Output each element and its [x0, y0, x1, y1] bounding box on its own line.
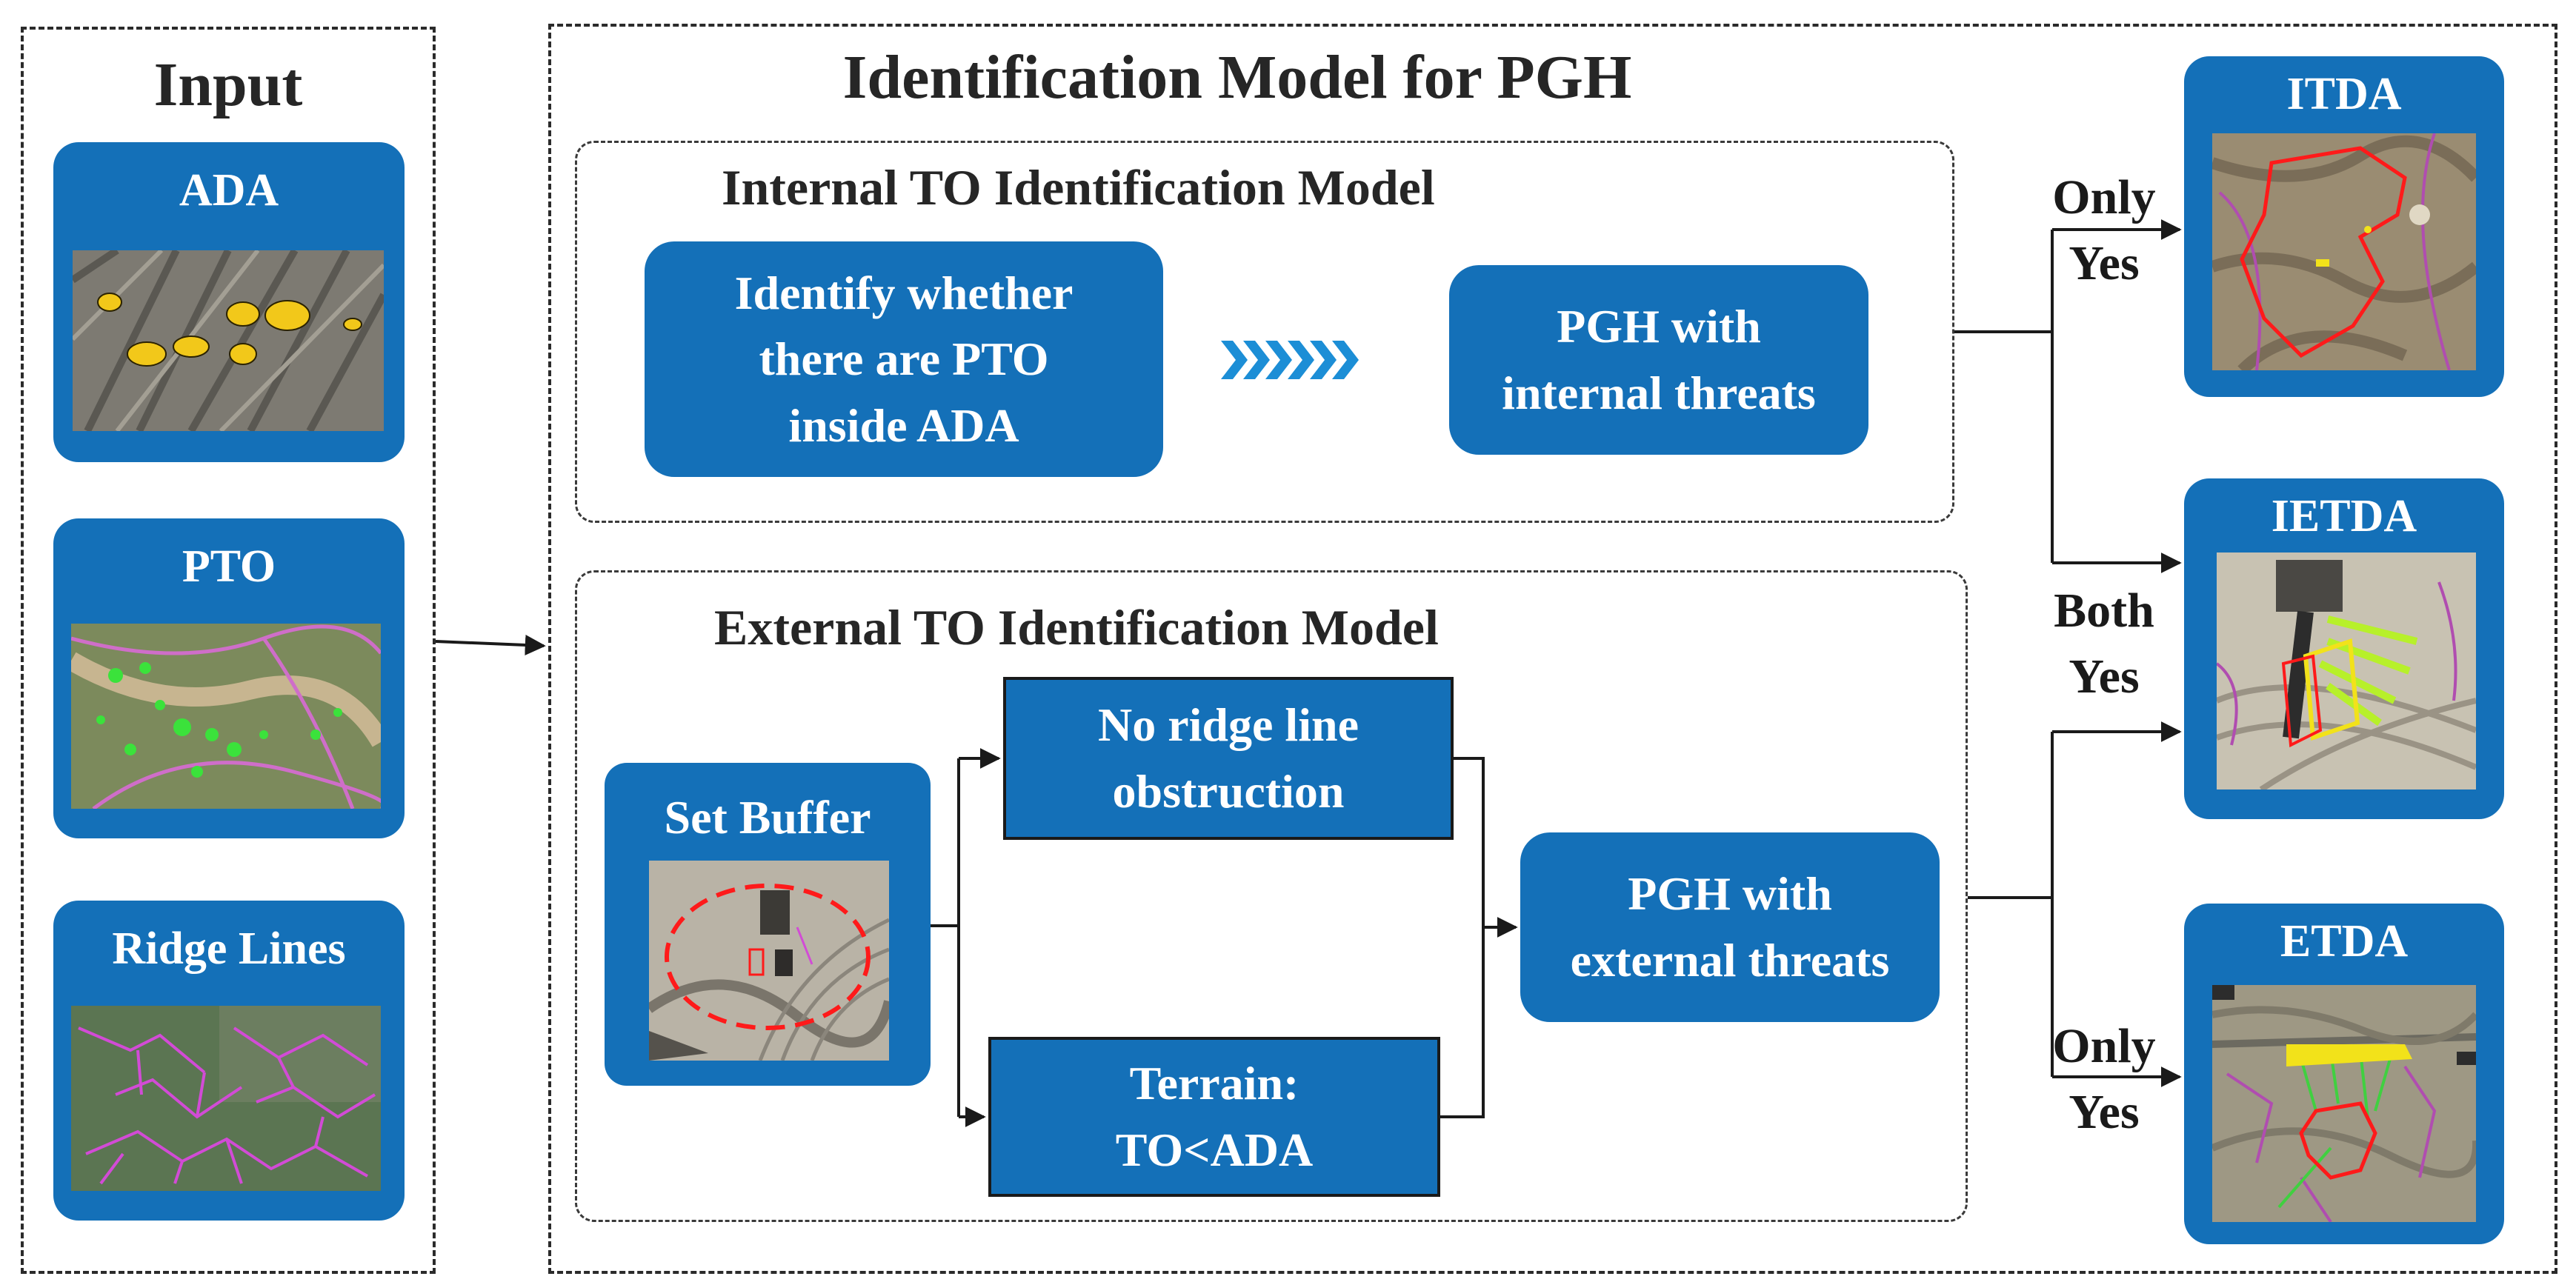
external-model-frame [575, 570, 1968, 1222]
terrain-condition-box: Terrain: TO<ADA [988, 1037, 1440, 1197]
output-card-itda-label: ITDA [2286, 69, 2402, 119]
input-card-ada-label: ADA [179, 165, 279, 216]
set-buffer-box: Set Buffer [605, 763, 931, 1086]
input-card-ada: ADA [53, 142, 405, 462]
output-card-itda: ITDA [2184, 56, 2504, 397]
input-title: Input [153, 50, 303, 119]
input-card-ridge-lines-label: Ridge Lines [112, 924, 346, 974]
pto-thumbnail [71, 624, 381, 809]
model-title: Identification Model for PGH [842, 43, 1632, 112]
input-card-pto-label: PTO [182, 541, 276, 592]
internal-threats-result: PGH with internal threats [1449, 265, 1868, 455]
internal-identify-step: Identify whether there are PTO inside AD… [645, 241, 1163, 477]
internal-model-frame [575, 141, 1954, 523]
edge-label-itda: Only Yes [2052, 170, 2156, 291]
external-model-title: External TO Identification Model [714, 599, 1439, 655]
chevron-arrows-icon [1221, 341, 1359, 379]
edge-label-etda: Only Yes [2052, 1019, 2156, 1140]
itda-thumbnail [2212, 133, 2476, 370]
output-card-ietda: IETDA [2184, 478, 2504, 819]
output-card-etda: ETDA [2184, 904, 2504, 1244]
arrow-input-to-model [435, 634, 546, 655]
ietda-thumbnail [2217, 552, 2476, 789]
buffer-thumbnail [649, 861, 889, 1061]
etda-thumbnail [2212, 985, 2476, 1222]
output-card-etda-label: ETDA [2280, 916, 2409, 966]
ada-thumbnail [73, 250, 384, 431]
ridge-lines-thumbnail [71, 1006, 381, 1191]
edge-label-ietda: Both Yes [2054, 584, 2154, 704]
model-frame [548, 24, 2557, 1274]
connector-terrain-out [1440, 927, 1485, 1118]
input-card-pto: PTO [53, 518, 405, 838]
external-threats-result: PGH with external threats [1520, 832, 1940, 1022]
set-buffer-label: Set Buffer [664, 791, 871, 844]
output-card-ietda-label: IETDA [2271, 491, 2417, 541]
input-card-ridge-lines: Ridge Lines [53, 901, 405, 1221]
internal-model-title: Internal TO Identification Model [722, 159, 1435, 216]
input-frame [21, 27, 436, 1274]
no-ridge-obstruction-box: No ridge line obstruction [1003, 677, 1454, 840]
connector-no-ridge-out [1454, 757, 1485, 927]
